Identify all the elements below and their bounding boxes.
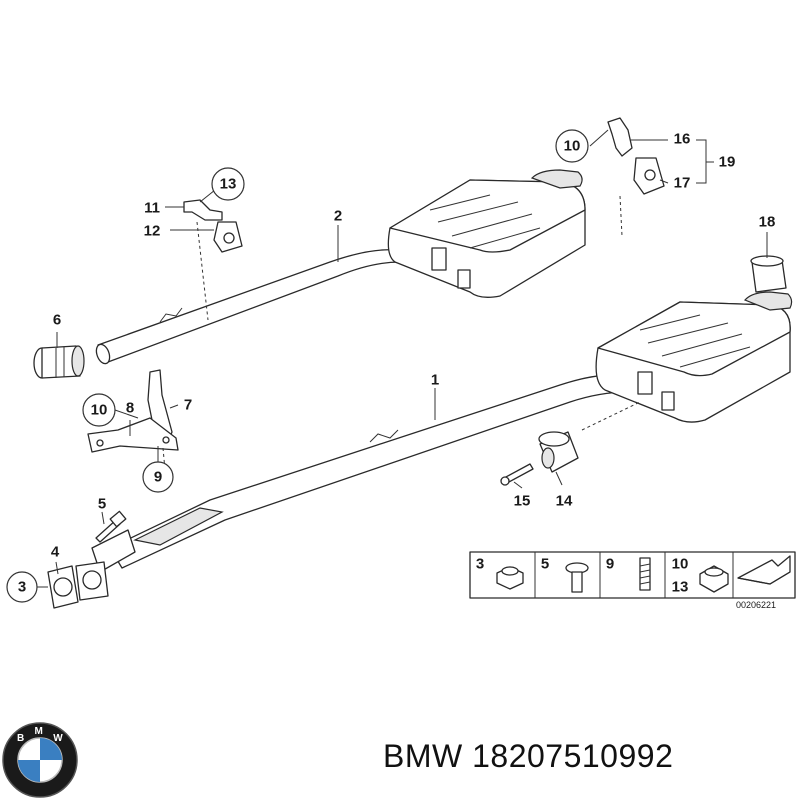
- callout-15: 15: [514, 493, 531, 510]
- callout-7: 7: [184, 397, 192, 414]
- legend-table: 3 5 9 10 13 00206221: [469, 551, 796, 610]
- pipe-upper: [95, 249, 401, 365]
- callout-10-left: 10: [91, 402, 108, 419]
- callout-8: 8: [126, 400, 134, 417]
- bolt-15: [500, 463, 534, 486]
- muffler-upper: [387, 169, 586, 298]
- callout-10-circle-right: [555, 129, 589, 163]
- rubber-mount-14: [538, 431, 579, 473]
- callout-17: 17: [674, 175, 691, 192]
- clamp-6: [33, 345, 85, 379]
- callout-2: 2: [334, 208, 342, 225]
- stud-icon: [639, 557, 651, 591]
- callout-14: 14: [556, 493, 573, 510]
- callout-9: 9: [154, 469, 162, 486]
- callout-13-circle: [211, 167, 245, 201]
- hanger-11-12: [183, 199, 243, 253]
- callout-10-right: 10: [564, 138, 581, 155]
- bolt-5: [95, 510, 127, 543]
- hanger-16-17: [607, 117, 665, 195]
- legend-label-5: 5: [541, 556, 549, 573]
- logo-letter-b: B: [17, 733, 24, 744]
- part-number-caption: BMW 18207510992: [383, 738, 674, 774]
- bmw-logo: B M W: [2, 722, 78, 798]
- callout-6: 6: [53, 312, 61, 329]
- legend-label-13: 13: [672, 579, 689, 596]
- callout-9-circle: [142, 461, 174, 493]
- callout-12: 12: [144, 223, 161, 240]
- callout-16: 16: [674, 131, 691, 148]
- callout-3: 3: [18, 579, 26, 596]
- callout-10-circle-left: [82, 393, 116, 427]
- gaskets-3-4: [47, 561, 109, 609]
- callout-19: 19: [719, 154, 736, 171]
- callout-18: 18: [759, 214, 776, 231]
- legend-label-9: 9: [606, 556, 614, 573]
- callout-5: 5: [98, 496, 106, 513]
- legend-code: 00206221: [736, 600, 776, 610]
- logo-letter-m: M: [34, 726, 42, 737]
- legend-label-3: 3: [476, 556, 484, 573]
- muffler-lower: [595, 291, 793, 423]
- callout-13: 13: [220, 176, 237, 193]
- svg-text:B M W: B M W: [17, 726, 63, 744]
- bracket-7-8: [87, 369, 179, 453]
- sleeve-18: [750, 255, 787, 293]
- callout-4: 4: [51, 544, 60, 561]
- legend-label-10: 10: [672, 556, 689, 573]
- callout-3-circle: [6, 571, 38, 603]
- callout-1: 1: [431, 372, 439, 389]
- callout-11: 11: [144, 200, 160, 217]
- logo-letter-w: W: [53, 733, 63, 744]
